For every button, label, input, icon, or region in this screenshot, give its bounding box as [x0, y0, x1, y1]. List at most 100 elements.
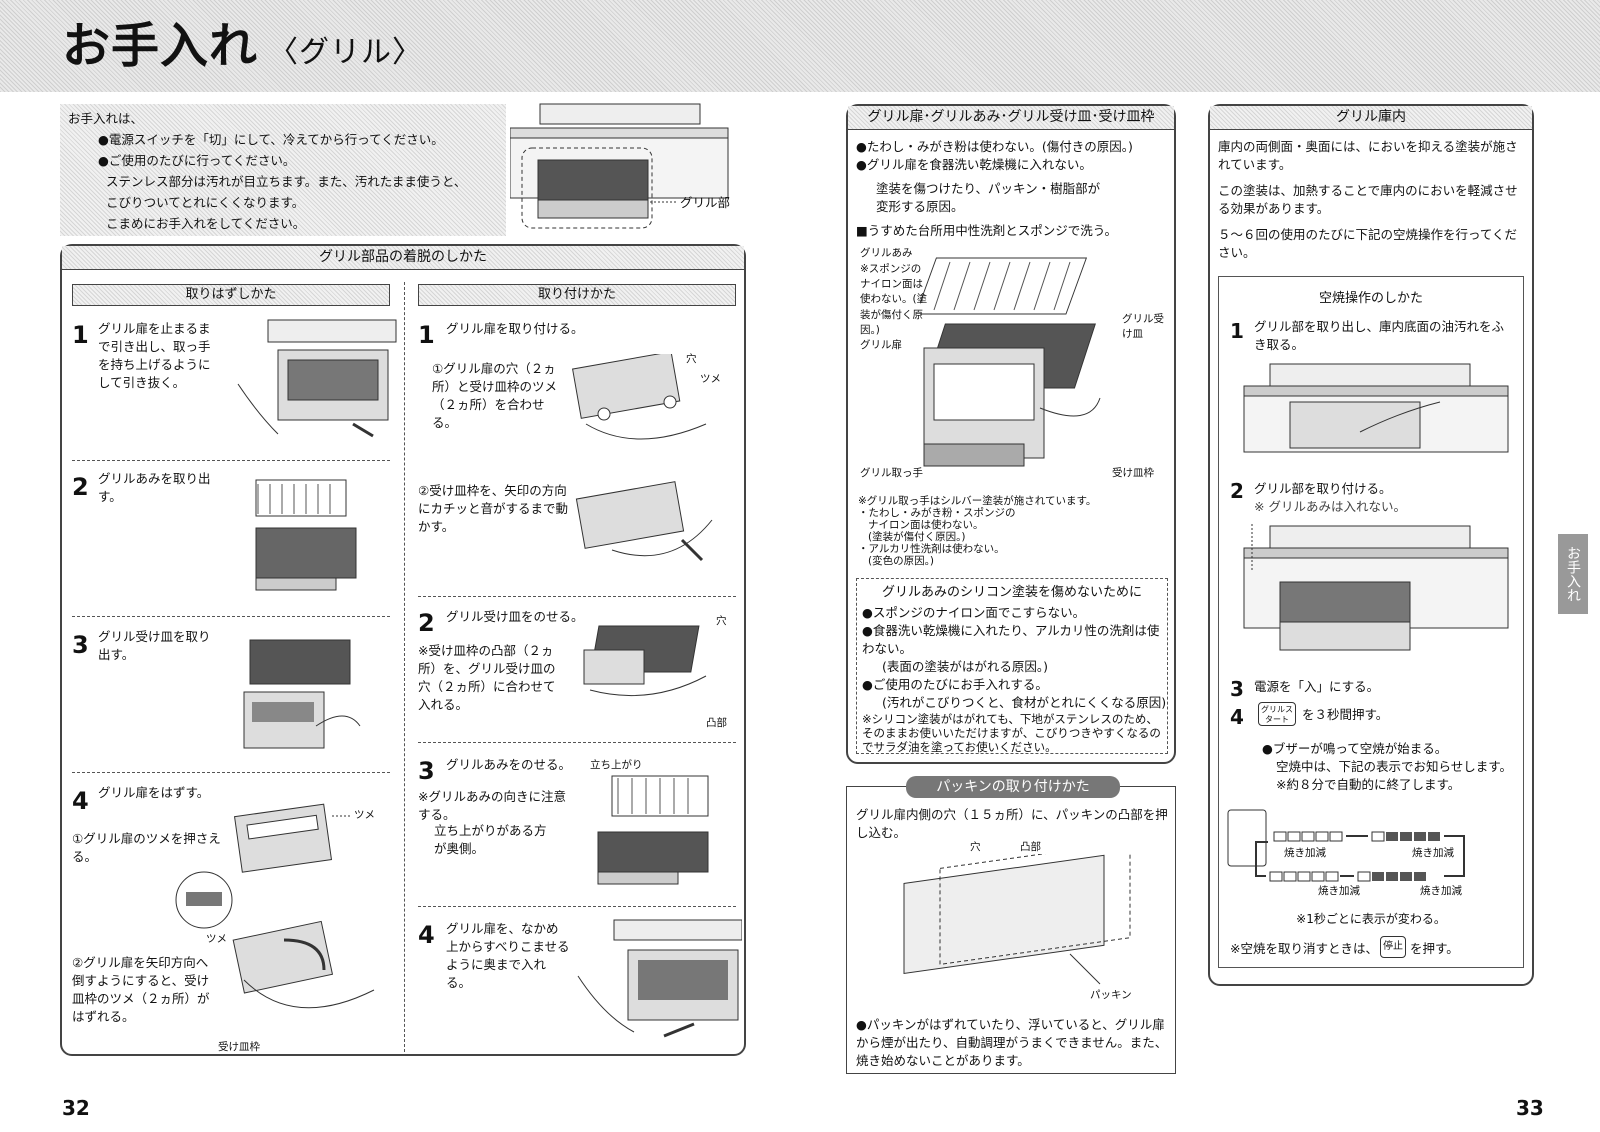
silicon-note: ※シリコン塗装がはがれても、下地がステンレスのため、そのままお使いいただけますが… — [862, 712, 1161, 754]
page-number-left: 32 — [62, 1096, 90, 1120]
handle-note: (塗装が傷付く原因。) — [868, 531, 966, 543]
handle-note: (変色の原因。) — [868, 555, 934, 567]
silicon-bullet: ●スポンジのナイロン面でこすらない。 — [862, 605, 1086, 620]
step-substep: ①グリル扉のツメを押さえる。 — [72, 831, 221, 864]
step-paren: 立ち上がりがある方が奥側。 — [434, 823, 547, 856]
interior-box-title: グリル庫内 — [1210, 106, 1532, 130]
handle-note: ナイロン面は使わない。 — [868, 519, 984, 531]
handle-note: ・アルカリ性洗剤は使わない。 — [858, 543, 1005, 555]
silicon-paren: (表面の塗装がはがれる原因。) — [882, 659, 1049, 674]
sponge-note: ※スポンジのナイロン面は使わない。(塗装が傷付く原因。) — [860, 263, 928, 336]
step-number: 3 — [1230, 677, 1244, 701]
step-number: 4 — [72, 787, 89, 815]
step-text: グリルあみをのせる。 — [446, 757, 572, 772]
hole-label: 穴 — [970, 841, 981, 853]
silicon-bullet: ●食器洗い乾燥機に入れたり、アルカリ性の洗剤は使わない。 — [862, 623, 1160, 656]
burn-text: 空焼中は、下記の表示でお知らせします。 — [1276, 759, 1513, 774]
intro-bullet: ●電源スイッチを「切」にして、冷えてから行ってください。 — [98, 132, 444, 147]
step-text: グリル受け皿をのせる。 — [446, 609, 584, 624]
stop-key[interactable]: 停止 — [1380, 936, 1406, 958]
burn-text: ※約８分で自動的に終了します。 — [1276, 777, 1461, 792]
display-note: ※1秒ごとに表示が変わる。 — [1296, 912, 1446, 926]
tsume-label: ツメ — [206, 933, 227, 945]
step-text: 電源を「入」にする。 — [1254, 679, 1380, 694]
step-text: グリル部を取り出し、庫内底面の油汚れをふき取る。 — [1254, 319, 1505, 352]
protrusion-label: 凸部 — [1020, 841, 1041, 853]
step-separator — [72, 772, 390, 773]
step-separator — [418, 596, 736, 597]
intro-bullet: ●ご使用のたびに行ってください。 — [98, 153, 296, 168]
parts-panel-title: グリル部品の着脱のしかた — [62, 246, 744, 270]
net-label: グリルあみ — [860, 247, 913, 259]
interior-text: 庫内の両側面・奥面には、においを抑える塗装が施されています。 — [1218, 139, 1518, 172]
step-text: グリル受け皿を取り出す。 — [98, 629, 211, 662]
display-label: 焼き加減 — [1412, 847, 1454, 859]
step-number: 2 — [418, 609, 435, 637]
page-title: お手入れ〈グリル〉 — [62, 18, 424, 74]
remove-step2-illustration — [255, 479, 357, 591]
intro-text: こまめにお手入れをしてください。 — [106, 216, 306, 231]
attach-step1b-illustration — [575, 481, 713, 562]
step-number: 2 — [1230, 479, 1244, 503]
display-label: 焼き加減 — [1318, 885, 1360, 897]
step-separator — [72, 460, 390, 461]
attach-heading: 取り付けかた — [418, 284, 736, 306]
hole-label: 穴 — [686, 353, 697, 365]
hole-label: 穴 — [716, 615, 727, 627]
intro-text: こびりついてとれにくくなります。 — [106, 195, 305, 210]
handle-note: ・たわし・みがき粉・スポンジの — [858, 507, 1016, 519]
step-number: 4 — [418, 921, 435, 949]
display-label: 焼き加減 — [1284, 847, 1326, 859]
column-divider — [404, 282, 405, 1052]
intro-box: お手入れは、 ●電源スイッチを「切」にして、冷えてから行ってください。 ●ご使用… — [60, 104, 506, 236]
step-separator — [418, 742, 736, 743]
display-label: 焼き加減 — [1420, 885, 1462, 897]
intro-lead: お手入れは、 — [68, 111, 144, 126]
cleaning-paren: 変形する原因。 — [876, 199, 964, 214]
remove-step3-illustration — [243, 639, 361, 749]
cleaning-bullet: ●グリル扉を食器洗い乾燥機に入れない。 — [856, 157, 1092, 172]
header-band — [0, 0, 1600, 92]
attach-step1-illustration — [572, 354, 707, 440]
silicon-bullet: ●ご使用のたびにお手入れする。 — [862, 677, 1048, 692]
packing-label: パッキン — [1090, 989, 1132, 1001]
remove-step1-illustration — [237, 319, 397, 438]
step-number: 2 — [72, 473, 89, 501]
step-note: ※ グリルあみは入れない。 — [1254, 499, 1406, 514]
step-note: ※受け皿枠の凸部（２ヵ所）を、グリル受け皿の穴（２ヵ所）に合わせて入れる。 — [418, 643, 556, 712]
packing-text: グリル扉内側の穴（１５ヵ所）に、パッキンの凸部を押し込む。 — [856, 807, 1168, 840]
tray-frame-label: 受け皿枠 — [218, 1041, 260, 1053]
cleaning-paren: 塗装を傷つけたり、パッキン・樹脂部が — [876, 181, 1101, 196]
interior-text: ５～６回の使用のたびに下記の空焼操作を行ってください。 — [1218, 227, 1518, 260]
step-number: 1 — [418, 321, 435, 349]
packing-illustration — [903, 854, 1131, 985]
grill-parts-illustration — [920, 257, 1101, 467]
step-number: 3 — [418, 757, 435, 785]
handle-label: グリル取っ手 — [860, 467, 923, 479]
side-tab: お手入れ — [1558, 534, 1588, 614]
step-separator — [72, 616, 390, 617]
grill-location-illustration — [510, 103, 729, 229]
step-text: グリル扉を取り付ける。 — [446, 321, 584, 336]
protrusion-label: 凸部 — [706, 717, 727, 729]
step-text: グリル扉をはずす。 — [98, 785, 210, 800]
frame-label: 受け皿枠 — [1112, 467, 1154, 479]
silicon-box — [856, 578, 1168, 754]
packing-warning: ●パッキンがはずれていたり、浮いていると、グリル扉から煙が出たり、自動調理がうま… — [856, 1017, 1168, 1068]
step-separator — [418, 906, 736, 907]
grill-start-key[interactable]: グリルスタート — [1258, 702, 1296, 726]
cleaning-box-title: グリル扉･グリルあみ･グリル受け皿･受け皿枠 — [848, 106, 1174, 130]
tsume-label: ツメ — [700, 373, 721, 385]
burn-step1-illustration — [1243, 363, 1509, 453]
door-label: グリル扉 — [860, 339, 902, 351]
step-number: 1 — [1230, 319, 1244, 343]
step-substep: ②グリル扉を矢印方向へ倒すようにすると、受け皿枠のツメ（２ヵ所）がはずれる。 — [72, 955, 210, 1024]
remove-step4-illustration — [175, 803, 375, 1009]
step-substep: ②受け皿枠を、矢印の方向にカチッと音がするまで動かす。 — [418, 483, 569, 534]
interior-text: この塗装は、加熱することで庫内のにおいを軽減させる効果があります。 — [1218, 183, 1518, 216]
step-text: グリル部を取り付ける。 — [1254, 481, 1392, 496]
wash-instruction: ■うすめた台所用中性洗剤とスポンジで洗う。 — [856, 223, 1118, 238]
cancel-text: を押す。 — [1410, 941, 1459, 956]
step-text: グリル扉を止まるまで引き出し、取っ手を持ち上げるようにして引き抜く。 — [98, 321, 211, 390]
burn-bullet: ●ブザーが鳴って空焼が始まる。 — [1262, 741, 1448, 756]
